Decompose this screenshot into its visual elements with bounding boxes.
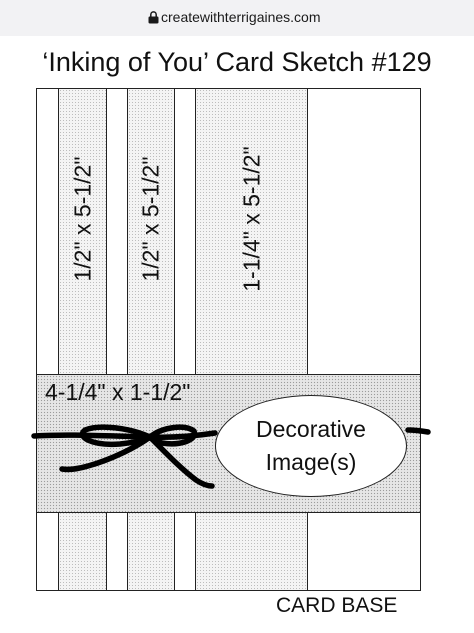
card-base-label: CARD BASE bbox=[276, 594, 398, 617]
browser-address-bar[interactable]: createwithterrigaines.com bbox=[0, 0, 474, 36]
strip-1-dimension: 1/2" x 5-1/2" bbox=[69, 156, 95, 282]
image-label-line-1: Decorative bbox=[256, 416, 366, 442]
strip-2-dimension: 1/2" x 5-1/2" bbox=[137, 156, 164, 282]
card-base: 1/2" x 5-1/2" 1/2" x 5-1/2" 1-1/4" x 5-1… bbox=[36, 88, 421, 591]
strip-3: 1-1/4" x 5-1/2" bbox=[195, 89, 308, 590]
band-dimension: 4-1/4" x 1-1/2" bbox=[45, 379, 191, 405]
decorative-image-oval: Decorative Image(s) bbox=[215, 395, 407, 497]
sketch-title: ‘Inking of You’ Card Sketch #129 bbox=[42, 47, 432, 77]
strip-1: 1/2" x 5-1/2" bbox=[58, 89, 107, 590]
lock-icon bbox=[148, 11, 159, 24]
url-text[interactable]: createwithterrigaines.com bbox=[161, 9, 321, 25]
strip-2: 1/2" x 5-1/2" bbox=[127, 89, 175, 590]
image-label-line-2: Image(s) bbox=[265, 449, 357, 475]
horizontal-band: 4-1/4" x 1-1/2" Decorative Image(s) bbox=[37, 374, 420, 513]
strip-3-dimension: 1-1/4" x 5-1/2" bbox=[238, 146, 264, 292]
